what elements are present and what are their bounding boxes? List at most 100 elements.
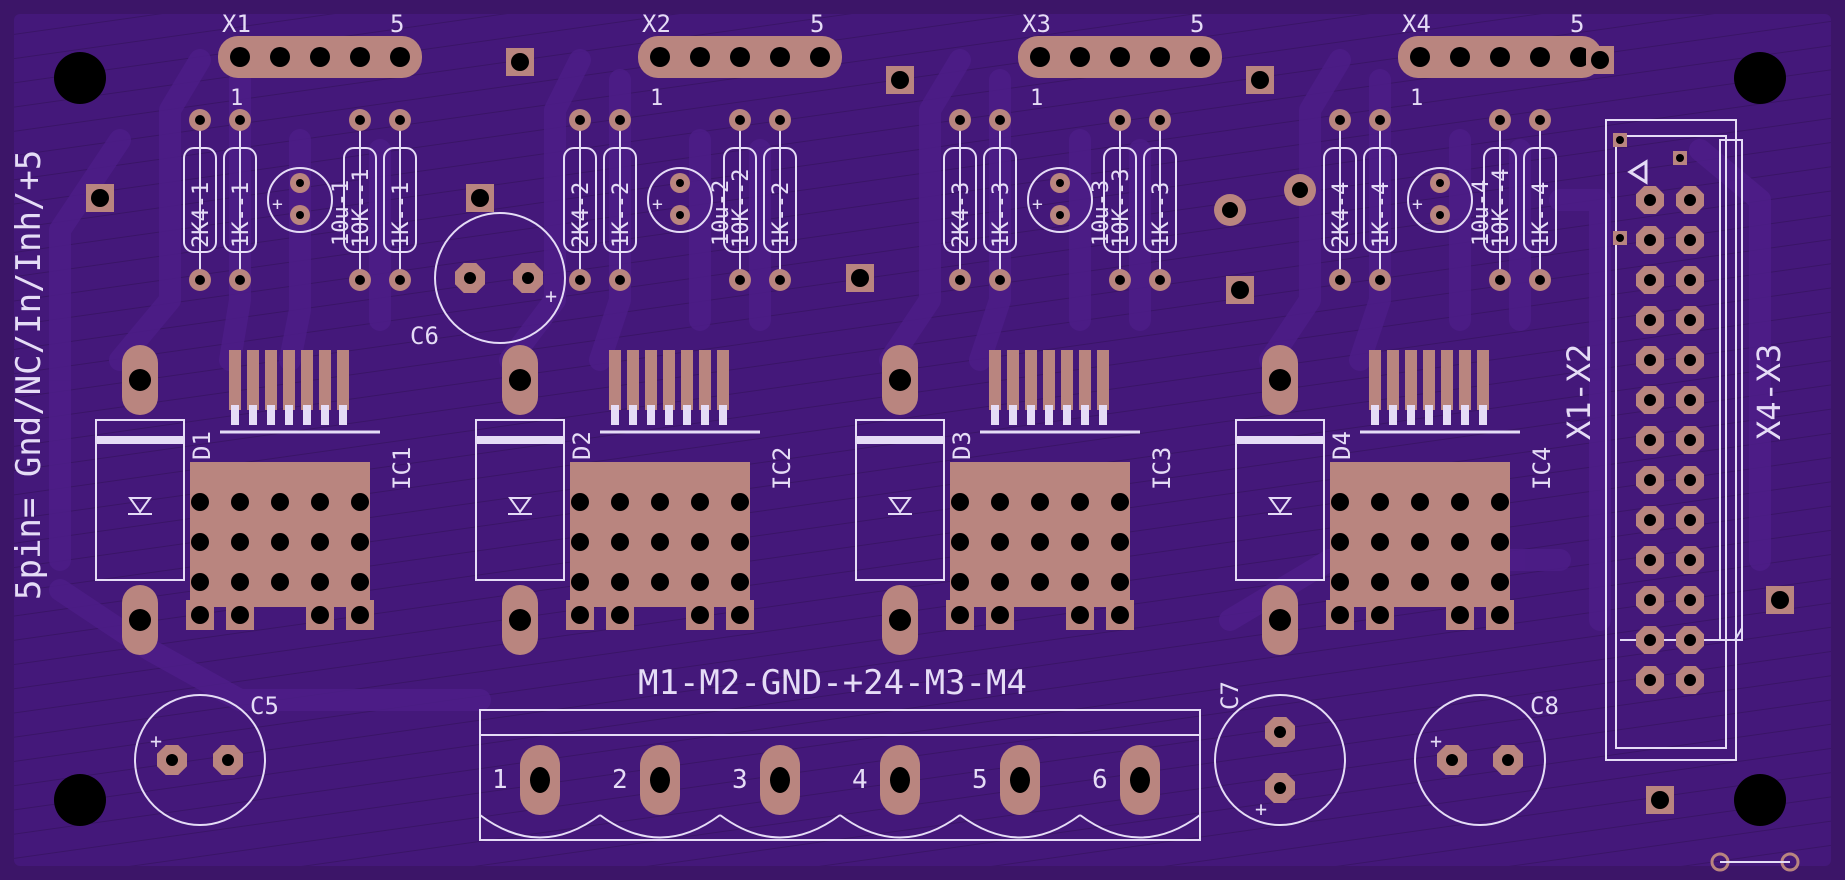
resistor-body xyxy=(723,147,757,253)
resistor-body xyxy=(563,147,597,253)
drill-hole xyxy=(530,767,550,793)
ic-thermal-via xyxy=(1071,573,1089,591)
drill-hole xyxy=(731,606,749,624)
ic-thermal-via xyxy=(1491,573,1509,591)
ic-thermal-via xyxy=(611,533,629,551)
ic-thermal-via xyxy=(1331,493,1349,511)
diode-body xyxy=(855,419,945,581)
drill-hole xyxy=(1495,115,1505,125)
capacitor-outline xyxy=(1414,694,1546,826)
diode-symbol xyxy=(888,497,912,514)
connector-pin xyxy=(730,47,750,67)
ic-thermal-via xyxy=(1111,573,1129,591)
drill-hole xyxy=(890,767,910,793)
terminal-pin-label: 4 xyxy=(852,765,868,795)
resistor-body xyxy=(603,147,637,253)
resistor-label: 1K--4 xyxy=(1529,182,1554,248)
resistor-label: 1K--3 xyxy=(989,182,1014,248)
mounting-hole xyxy=(1734,52,1786,104)
ic-lead-silk xyxy=(1371,405,1379,425)
drill-hole xyxy=(650,767,670,793)
connector-pin xyxy=(1070,47,1090,67)
ic-thermal-via xyxy=(191,533,209,551)
connector-pin xyxy=(230,47,250,67)
drill-hole xyxy=(1644,354,1656,366)
ic-lead xyxy=(1025,350,1037,410)
resistor-body xyxy=(343,147,377,253)
ic-thermal-via xyxy=(231,493,249,511)
ic-thermal-via xyxy=(231,573,249,591)
drill-hole xyxy=(1335,275,1345,285)
connector-pin xyxy=(390,47,410,67)
ic-lead xyxy=(1477,350,1489,410)
drill-hole xyxy=(891,71,909,89)
drill-hole xyxy=(1130,767,1150,793)
connector-pin-start-label: 1 xyxy=(1410,86,1423,111)
ic-thermal-via xyxy=(951,573,969,591)
connector-pin xyxy=(1030,47,1050,67)
ic-lead-silk xyxy=(267,405,275,425)
drill-hole xyxy=(889,369,911,391)
drill-hole xyxy=(851,269,869,287)
drill-hole xyxy=(770,767,790,793)
drill-hole xyxy=(1436,179,1444,187)
capacitor-outline xyxy=(1027,167,1093,233)
capacitor-polarity: + xyxy=(272,194,283,215)
drill-hole xyxy=(1155,275,1165,285)
ic-thermal-via xyxy=(351,493,369,511)
ic-thermal-via xyxy=(1491,493,1509,511)
drill-hole xyxy=(1644,234,1656,246)
terminal-curve xyxy=(959,814,1081,839)
ic-lead-silk xyxy=(249,405,257,425)
ic-thermal-via xyxy=(1411,493,1429,511)
drill-hole xyxy=(955,275,965,285)
vias xyxy=(86,46,1800,872)
mounting-hole xyxy=(1734,774,1786,826)
diode-body xyxy=(1235,419,1325,581)
capacitor-outline xyxy=(1214,694,1346,826)
ic-thermal-via xyxy=(1331,533,1349,551)
header-label-right: X4-X3 xyxy=(1750,344,1788,440)
connector-label: X4 xyxy=(1402,10,1431,38)
ic-lead xyxy=(1097,350,1109,410)
connector-pin xyxy=(1530,47,1550,67)
header-label-left: X1-X2 xyxy=(1560,344,1598,440)
drill-hole xyxy=(1644,554,1656,566)
terminal-outline xyxy=(479,709,1201,841)
ic-lead-silk xyxy=(1027,405,1035,425)
ic-lead-silk xyxy=(1443,405,1451,425)
header-inner xyxy=(1615,135,1727,749)
mounting-holes xyxy=(54,52,1786,826)
drill-hole xyxy=(395,115,405,125)
drill-hole xyxy=(1071,606,1089,624)
terminal-curve xyxy=(1079,814,1201,839)
resistor-body xyxy=(1483,147,1517,253)
connector-pin-start-label: 1 xyxy=(230,86,243,111)
drill-hole xyxy=(691,606,709,624)
drill-hole xyxy=(1684,514,1696,526)
drill-hole xyxy=(1155,115,1165,125)
capacitor-polarity: + xyxy=(150,729,162,753)
ic-lead xyxy=(681,350,693,410)
ic-thermal-via xyxy=(611,573,629,591)
drill-hole xyxy=(1335,115,1345,125)
ic-lead-silk xyxy=(1407,405,1415,425)
drill-hole xyxy=(676,211,684,219)
ic-thermal-via xyxy=(351,573,369,591)
drill-hole xyxy=(1451,606,1469,624)
resistor-body xyxy=(1323,147,1357,253)
ic-thermal-via xyxy=(1331,573,1349,591)
diode-cathode-band xyxy=(96,436,184,444)
capacitor-c5: +C5 xyxy=(134,692,279,826)
drill-hole xyxy=(1644,674,1656,686)
diode-label: D2 xyxy=(568,431,596,460)
ic-lead-silk xyxy=(647,405,655,425)
resistor-label: 10K--4 xyxy=(1489,169,1514,248)
terminal-curve xyxy=(839,814,961,839)
drill-hole xyxy=(1684,594,1696,606)
capacitor-c6: +C6 xyxy=(410,212,566,350)
